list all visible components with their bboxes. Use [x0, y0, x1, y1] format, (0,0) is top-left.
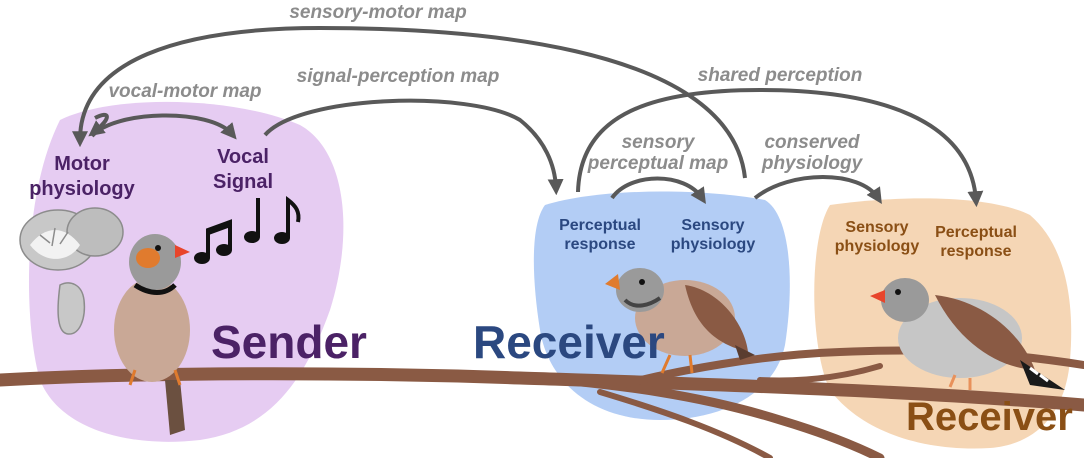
receiver2-perceptual-response-label-1: Perceptual	[935, 224, 1017, 241]
vocal-motor-map-label: vocal-motor map	[108, 81, 261, 102]
receiver2-perceptual-response-label-2: response	[940, 243, 1011, 260]
sensory-motor-map-label: sensory-motor map	[289, 2, 466, 23]
motor-physiology-label-1: Motor	[54, 153, 110, 175]
music-notes-icon	[194, 195, 301, 264]
receiver2-sensory-physiology-label-1: Sensory	[845, 219, 908, 236]
receiver-label: Receiver	[473, 316, 665, 368]
conserved-physiology-label-1: conserved	[764, 132, 859, 153]
sender-label: Sender	[211, 316, 367, 368]
brain-icon	[19, 207, 124, 335]
conserved-physiology-label-2: physiology	[761, 153, 864, 174]
sensory-physiology-label-2: physiology	[671, 236, 756, 253]
receiver2-sensory-physiology-label-2: physiology	[835, 238, 920, 255]
perceptual-response-label-1: Perceptual	[559, 217, 641, 234]
shared-perception-label: shared perception	[698, 65, 863, 86]
motor-physiology-label-2: physiology	[29, 178, 135, 200]
zebra-finch-icon	[114, 234, 190, 435]
sensory-perceptual-map-label-1: sensory	[622, 132, 696, 153]
arrows	[72, 25, 984, 208]
vocal-signal-label-1: Vocal	[217, 146, 269, 168]
zebra-finch-icon	[870, 278, 1065, 390]
zebra-finch-icon	[605, 268, 755, 374]
perceptual-response-label-2: response	[564, 236, 635, 253]
sender-region	[28, 101, 344, 442]
sensory-physiology-label-1: Sensory	[681, 217, 744, 234]
sensory-perceptual-map-label-2: perceptual map	[587, 153, 728, 174]
signal-perception-map-label: signal-perception map	[297, 66, 500, 87]
second-receiver-label: Receiver	[906, 395, 1073, 439]
vocal-signal-label-2: Signal	[213, 171, 273, 193]
